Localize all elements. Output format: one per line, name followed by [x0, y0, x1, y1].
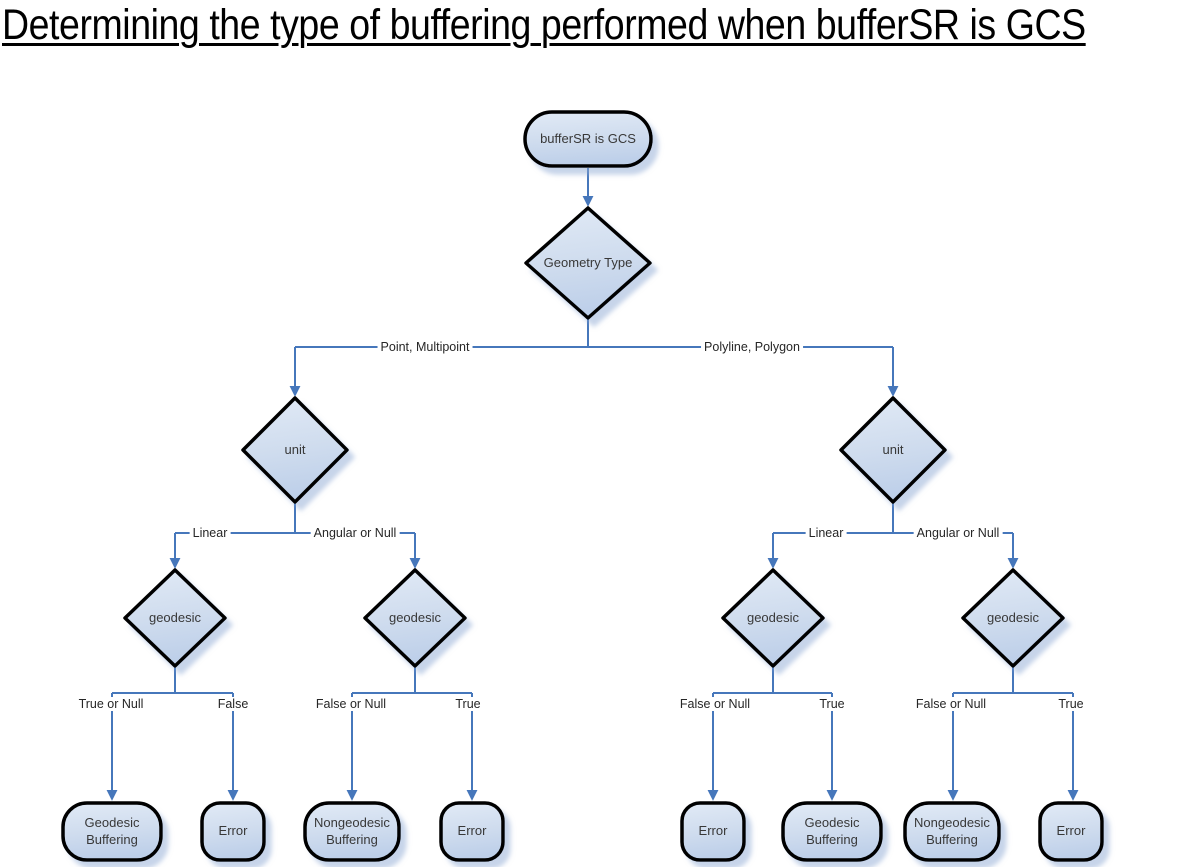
terminal-6-shape	[781, 801, 883, 862]
start-node-shape	[523, 110, 653, 168]
shape-layer	[61, 110, 1104, 862]
connector-geodesic-1-split-bar	[112, 666, 233, 694]
connector-unit-left-split-bar	[175, 502, 415, 534]
unit-right-decision-shape	[839, 396, 947, 504]
connector-unit-right-split-bar	[773, 502, 1013, 534]
geodesic-1-decision-shape	[123, 568, 227, 668]
unit-left-decision-shape	[241, 396, 349, 504]
terminal-4-shape	[439, 801, 505, 862]
page-title: Determining the type of buffering perfor…	[2, 1, 1086, 49]
terminal-2-shape	[200, 801, 266, 862]
terminal-1-shape	[61, 801, 163, 862]
terminal-8-shape	[1038, 801, 1104, 862]
connector-geodesic-2-split-bar	[352, 666, 472, 694]
terminal-5-shape	[680, 801, 746, 862]
connector-geodesic-3-split-bar	[713, 666, 832, 694]
geodesic-4-decision-shape	[961, 568, 1065, 668]
geodesic-2-decision-shape	[363, 568, 467, 668]
connector-geometry-split-bar	[295, 318, 893, 348]
terminal-7-shape	[903, 801, 1001, 862]
connector-geodesic-4-split-bar	[953, 666, 1073, 694]
terminal-3-shape	[303, 801, 401, 862]
geometry-type-decision-shape	[524, 206, 652, 320]
geodesic-3-decision-shape	[721, 568, 825, 668]
